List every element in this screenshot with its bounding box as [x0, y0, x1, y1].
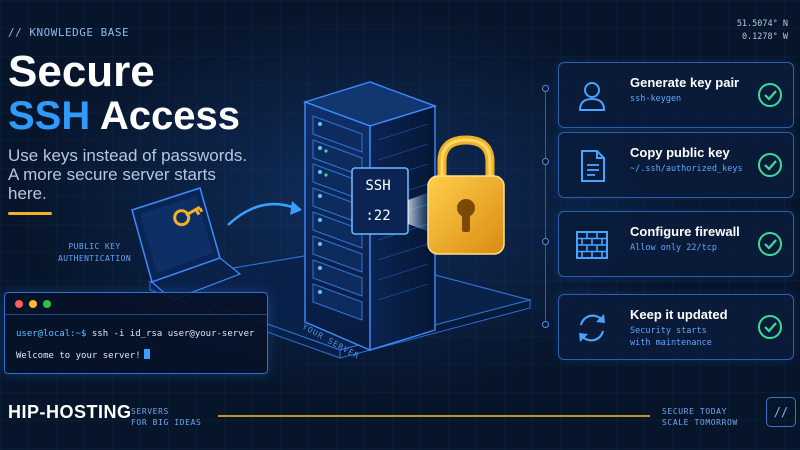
- brand-logo: HIP-HOSTING: [8, 402, 132, 422]
- document-icon: [581, 150, 605, 182]
- step-card-generate-key: Generate key pair ssh-keygen: [558, 62, 794, 128]
- footer-slogan-line1: SECURE TODAY: [662, 407, 727, 416]
- laptop-caption-line2: AUTHENTICATION: [58, 254, 132, 263]
- step-desc-line2: with maintenance: [630, 338, 712, 348]
- close-dot-icon: [15, 300, 23, 308]
- minimize-dot-icon: [29, 300, 37, 308]
- rail-dot: [542, 321, 549, 328]
- step-title: Generate key pair: [630, 75, 740, 90]
- title-rest: Access: [99, 94, 241, 138]
- step-desc: Allow only 22/tcp: [630, 242, 717, 254]
- terminal-output: Welcome to your server!: [16, 351, 141, 361]
- laptop-caption-line1: PUBLIC KEY: [68, 242, 121, 251]
- footer-slogan: SECURE TODAY SCALE TOMORROW: [662, 406, 738, 428]
- page-title-line2: SSH Access: [8, 94, 240, 138]
- ssh-port-number: :22: [365, 208, 391, 224]
- laptop-icon: [131, 187, 242, 301]
- laptop-caption: PUBLIC KEY AUTHENTICATION: [58, 241, 131, 265]
- step-card-firewall: Configure firewall Allow only 22/tcp: [558, 211, 794, 277]
- padlock-icon: [427, 135, 505, 255]
- coordinates-lon: 0.1278° W: [741, 32, 788, 42]
- step-desc-line1: Allow only 22/tcp: [630, 243, 717, 253]
- rail-dot: [542, 85, 549, 92]
- firewall-icon: [576, 231, 608, 259]
- section-kicker: // KNOWLEDGE BASE: [8, 26, 130, 39]
- step-desc-line1: ~/.ssh/authorized_keys: [630, 164, 743, 174]
- step-desc: ssh-keygen: [630, 93, 681, 105]
- coordinates-lat: 51.5074° N: [736, 19, 788, 29]
- rail-dot: [542, 158, 549, 165]
- step-desc-line1: Security starts: [630, 326, 707, 336]
- check-circle-icon: [758, 83, 782, 107]
- tagline-line2: FOR BIG IDEAS: [131, 418, 202, 427]
- step-desc: ~/.ssh/authorized_keys: [630, 163, 743, 175]
- footer-button[interactable]: //: [766, 397, 796, 427]
- tagline-line1: SERVERS: [131, 407, 169, 416]
- step-desc-line1: ssh-keygen: [630, 94, 682, 104]
- terminal-output-line: Welcome to your server!: [16, 349, 150, 361]
- coordinates: 51.5074° N 0.1278° W: [737, 18, 788, 44]
- check-circle-icon: [758, 315, 782, 339]
- step-desc: Security starts with maintenance: [630, 325, 712, 349]
- page-title-line1: Secure: [8, 47, 155, 96]
- check-circle-icon: [758, 153, 782, 177]
- terminal-command: ssh -i id_rsa user@your-server: [91, 329, 255, 339]
- step-card-keep-updated: Keep it updated Security starts with mai…: [558, 294, 794, 360]
- check-circle-icon: [758, 232, 782, 256]
- rail-dot: [542, 238, 549, 245]
- step-title: Copy public key: [630, 145, 730, 160]
- brand-tagline: SERVERS FOR BIG IDEAS: [131, 406, 201, 428]
- step-card-copy-key: Copy public key ~/.ssh/authorized_keys: [558, 132, 794, 198]
- step-title: Keep it updated: [630, 307, 728, 322]
- step-title: Configure firewall: [630, 224, 740, 239]
- footer-divider: [218, 415, 650, 417]
- maximize-dot-icon: [43, 300, 51, 308]
- terminal-titlebar: [5, 293, 267, 315]
- light-beam: [408, 192, 430, 232]
- ssh-protocol-text: SSH: [365, 178, 391, 194]
- terminal-command-line: user@local:~$ ssh -i id_rsa user@your-se…: [16, 329, 254, 339]
- title-accent: SSH: [8, 94, 91, 138]
- user-icon: [578, 82, 606, 111]
- terminal-cursor: [143, 349, 150, 359]
- connection-arrow: [227, 202, 296, 226]
- refresh-icon: [579, 314, 605, 342]
- terminal-window: user@local:~$ ssh -i id_rsa user@your-se…: [4, 292, 268, 374]
- ssh-port-label: SSH :22: [355, 176, 401, 226]
- footer-slogan-line2: SCALE TOMORROW: [662, 418, 738, 427]
- subtitle: Use keys instead of passwords. A more se…: [8, 146, 248, 203]
- subtitle-underline: [8, 212, 52, 215]
- steps-rail: [545, 88, 546, 328]
- terminal-prompt: user@local:~$: [16, 329, 87, 339]
